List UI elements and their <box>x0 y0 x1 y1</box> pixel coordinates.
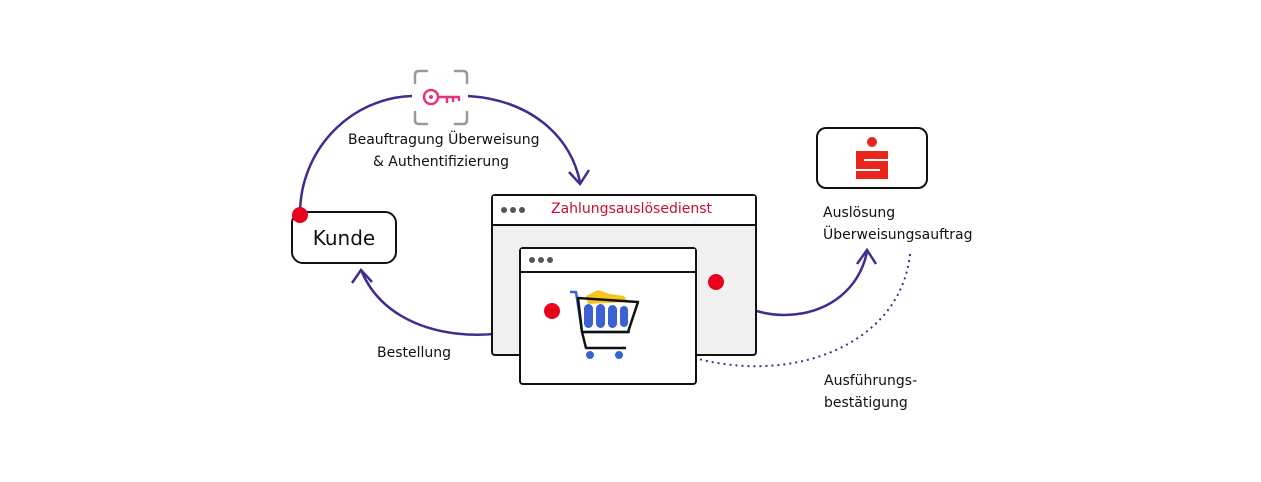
key-icon <box>413 69 469 126</box>
label-ausloesung: Auslösung Überweisungsauftrag <box>823 202 973 246</box>
label-bestaetigung-line1: Ausführungs- <box>824 373 918 389</box>
arrow-bestaetigung <box>675 253 911 368</box>
label-ausloesung-line1: Auslösung <box>823 205 896 221</box>
window-controls-icon <box>501 207 525 213</box>
node-kunde-label: Kunde <box>312 225 376 250</box>
label-beauftragung-line2: & Authentifizierung <box>372 154 510 170</box>
label-beauftragung: Beauftragung Überweisung & Authentifizie… <box>348 129 540 173</box>
label-ausloesung-line2: Überweisungsauftrag <box>823 227 973 243</box>
shopping-cart-icon <box>570 290 640 359</box>
dot-shop <box>544 303 560 319</box>
label-bestellung: Bestellung <box>377 345 452 361</box>
arrow-beauftragung <box>298 94 413 215</box>
label-bestaetigung-line2: bestätigung <box>824 395 908 411</box>
dot-service <box>708 274 724 290</box>
dot-kunde <box>292 207 308 223</box>
shop-titlebar <box>521 249 695 273</box>
sparkasse-logo <box>856 137 888 179</box>
window-titlebar: Zahlungsauslösedienst <box>493 196 755 226</box>
arrow-beauftragung-end <box>467 94 582 183</box>
window-controls-icon <box>529 257 553 263</box>
arrowhead-bestellung <box>350 268 373 284</box>
label-beauftragung-line1: Beauftragung Überweisung <box>348 132 540 148</box>
window-title: Zahlungsauslösedienst <box>551 201 713 217</box>
node-kunde: Kunde <box>291 211 397 264</box>
label-bestaetigung: Ausführungs- bestätigung <box>824 370 917 414</box>
arrowhead-beauftragung <box>568 169 591 187</box>
node-bank <box>816 127 928 189</box>
arrowhead-ausloesung <box>855 247 878 265</box>
